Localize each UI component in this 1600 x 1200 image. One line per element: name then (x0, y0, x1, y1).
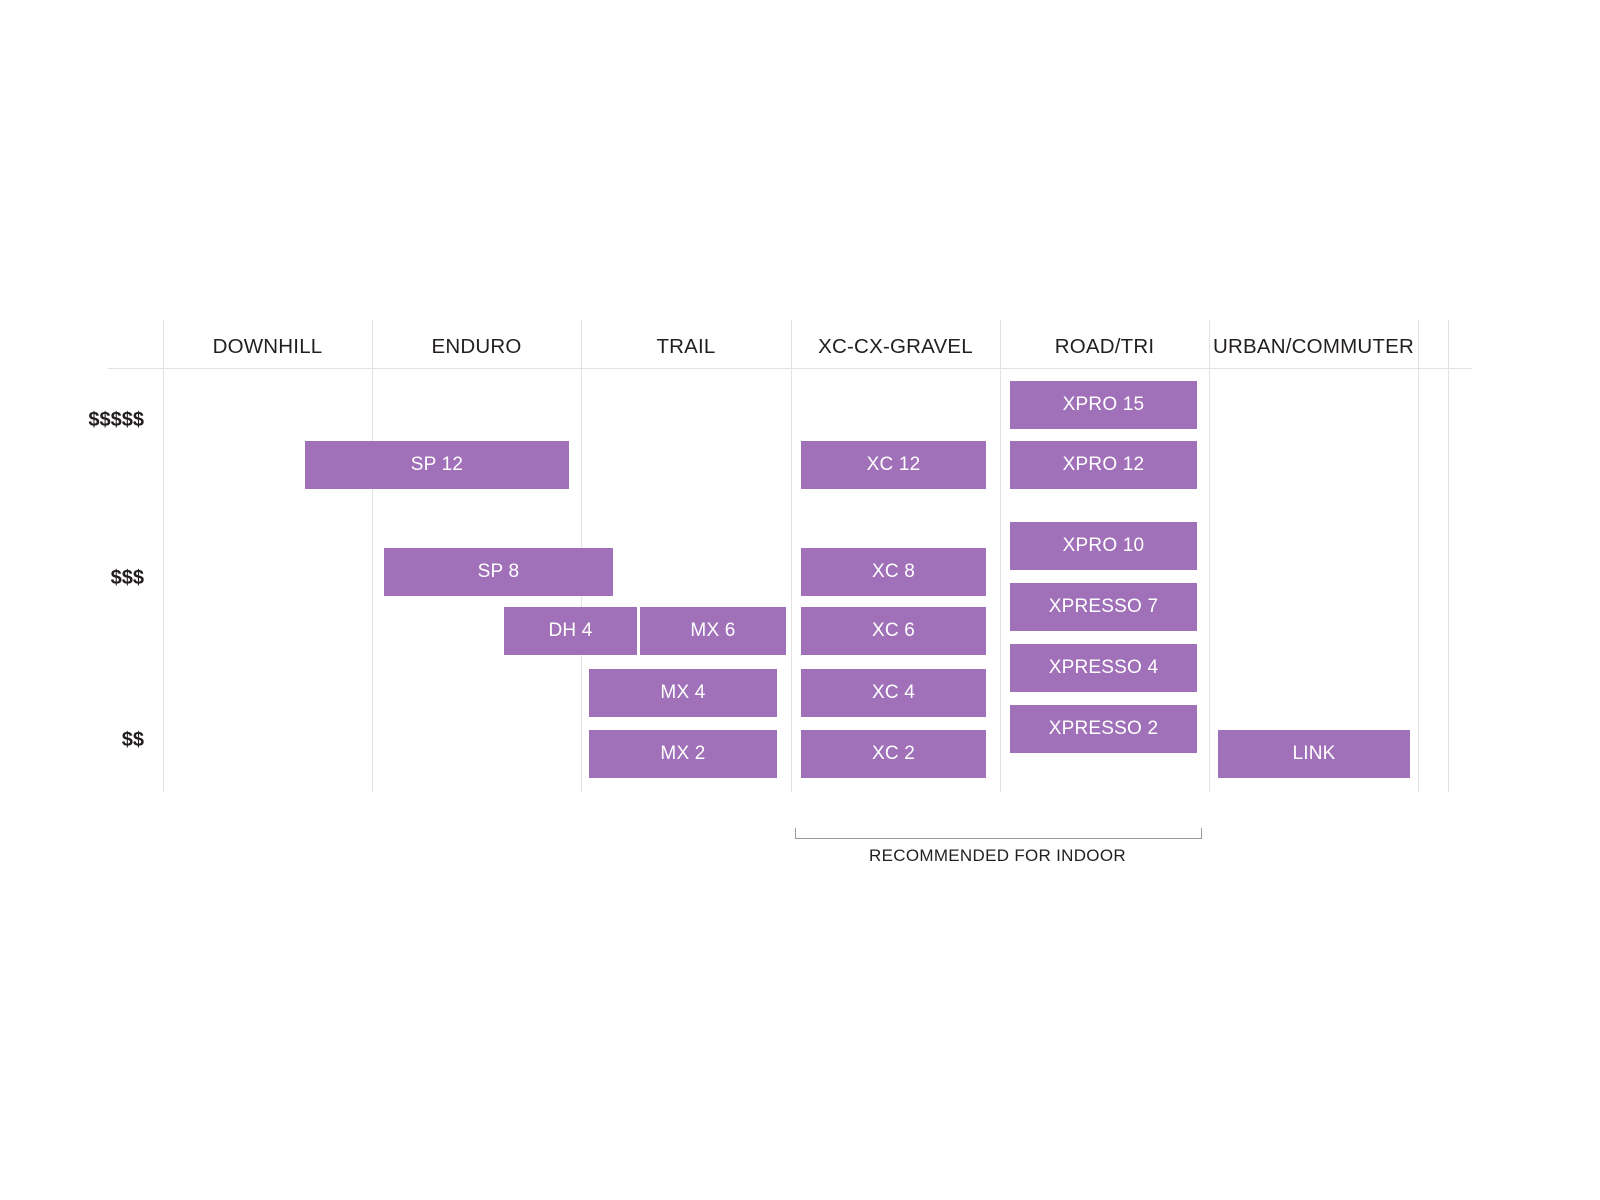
product-bar-xpro-15[interactable]: XPRO 15 (1010, 381, 1197, 429)
column-header-enduro: ENDURO (431, 335, 522, 358)
product-bar-xpresso-4[interactable]: XPRESSO 4 (1010, 644, 1197, 692)
product-bar-label: LINK (1292, 743, 1336, 764)
product-bar-xc-2[interactable]: XC 2 (801, 730, 986, 778)
product-bar-label: MX 4 (660, 682, 706, 703)
product-bar-label: XPRESSO 7 (1048, 596, 1159, 617)
product-bar-sp-12[interactable]: SP 12 (305, 441, 569, 489)
column-header-trail: TRAIL (656, 335, 716, 358)
product-bar-label: XPRESSO 2 (1048, 718, 1159, 739)
product-bar-link[interactable]: LINK (1218, 730, 1410, 778)
column-gridline-4 (1000, 320, 1001, 792)
product-bar-label: XC 8 (871, 561, 916, 582)
product-bar-sp-8[interactable]: SP 8 (384, 548, 613, 596)
product-bar-label: MX 2 (660, 743, 706, 764)
product-bar-label: XPRO 10 (1062, 535, 1145, 556)
product-bar-xpresso-7[interactable]: XPRESSO 7 (1010, 583, 1197, 631)
product-bar-label: XC 6 (871, 620, 916, 641)
column-gridline-6 (1418, 320, 1419, 792)
product-bar-label: XPRO 15 (1062, 394, 1145, 415)
column-gridline-5 (1209, 320, 1210, 792)
product-bar-xc-12[interactable]: XC 12 (801, 441, 986, 489)
product-bar-mx-6[interactable]: MX 6 (640, 607, 786, 655)
product-bar-xc-4[interactable]: XC 4 (801, 669, 986, 717)
column-gridline-7 (1448, 320, 1449, 792)
column-header-xc-cx-gravel: XC-CX-GRAVEL (818, 335, 973, 358)
product-bar-xc-8[interactable]: XC 8 (801, 548, 986, 596)
column-gridline-1 (372, 320, 373, 792)
product-bar-label: DH 4 (548, 620, 593, 641)
product-bar-label: XC 12 (866, 454, 921, 475)
recommended-indoor-bracket (795, 828, 1202, 839)
product-bar-xc-6[interactable]: XC 6 (801, 607, 986, 655)
product-bar-label: XC 2 (871, 743, 916, 764)
product-bar-xpro-10[interactable]: XPRO 10 (1010, 522, 1197, 570)
product-bar-label: XPRESSO 4 (1048, 657, 1159, 678)
product-bar-label: XPRO 12 (1062, 454, 1145, 475)
column-gridline-3 (791, 320, 792, 792)
product-bar-dh-4[interactable]: DH 4 (504, 607, 637, 655)
column-header-urban-commuter: URBAN/COMMUTER (1213, 335, 1414, 358)
header-rule (108, 368, 1472, 369)
recommended-indoor-label: RECOMMENDED FOR INDOOR (869, 846, 1126, 865)
product-bar-mx-4[interactable]: MX 4 (589, 669, 777, 717)
column-gridline-0 (163, 320, 164, 792)
product-bar-label: XC 4 (871, 682, 916, 703)
product-bar-xpro-12[interactable]: XPRO 12 (1010, 441, 1197, 489)
price-tier-label-3: $$ (121, 729, 144, 751)
price-tier-label-2: $$$ (110, 567, 144, 589)
product-bar-xpresso-2[interactable]: XPRESSO 2 (1010, 705, 1197, 753)
price-tier-label-1: $$$$$ (88, 409, 144, 431)
product-bar-mx-2[interactable]: MX 2 (589, 730, 777, 778)
column-header-downhill: DOWNHILL (212, 335, 323, 358)
product-bar-label: MX 6 (690, 620, 736, 641)
column-header-road-tri: ROAD/TRI (1054, 335, 1155, 358)
product-bar-label: SP 8 (477, 561, 520, 582)
product-bar-label: SP 12 (410, 454, 464, 475)
